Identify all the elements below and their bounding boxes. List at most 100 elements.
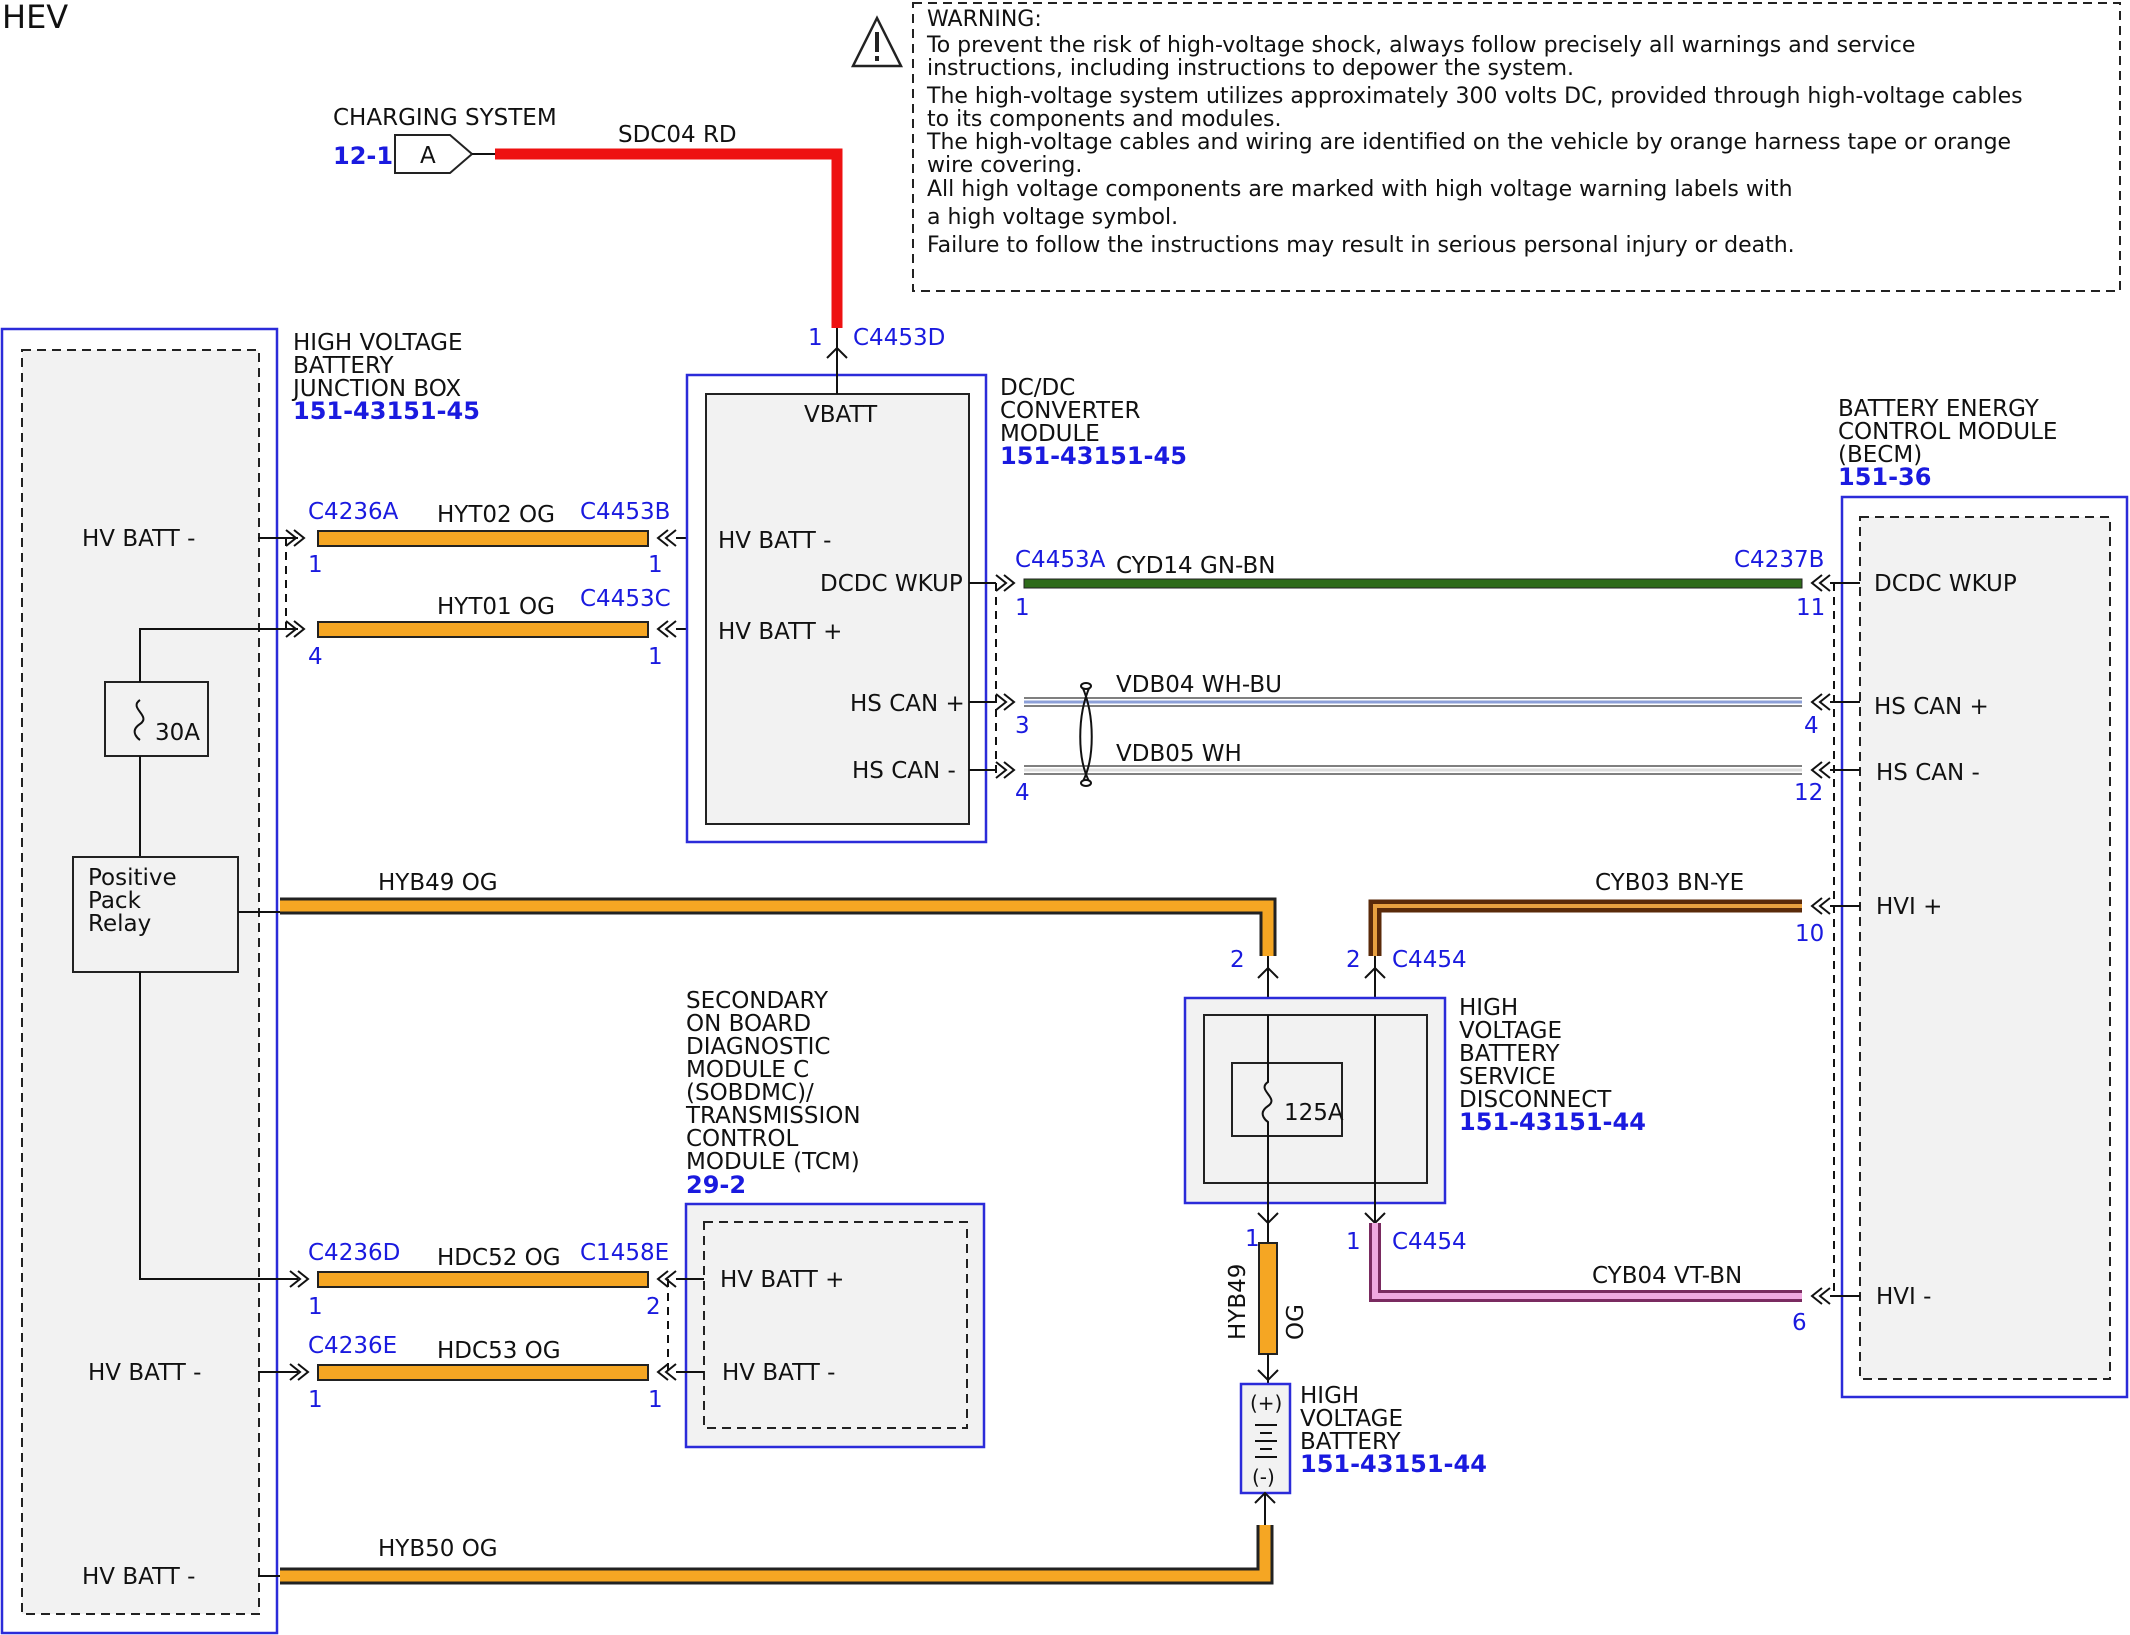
connector-a bbox=[394, 134, 474, 174]
becm-pin-label: HS CAN + bbox=[1874, 694, 1989, 720]
wire-hyt02: C4236A HYT02 OG C4453B 1 1 bbox=[285, 499, 705, 578]
tcm-title-line: SECONDARY bbox=[686, 988, 829, 1014]
wire-label-cyb03: CYB03 BN-YE bbox=[1595, 870, 1744, 896]
hv-battery-junction-box: HIGH VOLTAGE BATTERY JUNCTION BOX 151-43… bbox=[0, 327, 480, 1635]
wire-label-og-vertical: OG bbox=[1283, 1304, 1309, 1340]
wire-hyb49-vertical: 1 HYB49 OG bbox=[1225, 1223, 1309, 1383]
fuse-icon bbox=[133, 699, 145, 741]
pin-number: 1 bbox=[648, 1387, 663, 1413]
pin-number: 2 bbox=[646, 1294, 661, 1320]
warning-line: instructions, including instructions to … bbox=[927, 56, 1574, 81]
pin-number: 4 bbox=[308, 644, 323, 670]
jbox-title-line: BATTERY bbox=[293, 353, 394, 379]
connector-c4236e: C4236E bbox=[308, 1333, 397, 1359]
dcdc-pin-label: VBATT bbox=[804, 402, 878, 428]
disconnect-title-line: DISCONNECT bbox=[1459, 1087, 1612, 1113]
warning-box: WARNING: To prevent the risk of high-vol… bbox=[850, 2, 2121, 292]
disconnect-title-line: HIGH bbox=[1459, 995, 1518, 1021]
wire-hyb50: HYB50 OG bbox=[280, 1525, 1274, 1585]
connector-c4453c: C4453C bbox=[580, 586, 671, 612]
pin-number: 6 bbox=[1792, 1310, 1807, 1336]
disconnect-title-line: VOLTAGE bbox=[1459, 1018, 1562, 1044]
warning-triangle-icon bbox=[850, 15, 904, 68]
tcm-title-line: DIAGNOSTIC bbox=[686, 1034, 830, 1060]
pin-number: 1 bbox=[1015, 595, 1030, 621]
pin-number: 1 bbox=[1346, 1229, 1361, 1255]
jbox-title-line: JUNCTION BOX bbox=[291, 376, 461, 402]
high-voltage-battery: (+) (-) HIGH VOLTAGE BATTERY 151-43151-4… bbox=[1239, 1382, 1487, 1525]
wire-hyt01: HYT01 OG C4453C 4 1 bbox=[285, 586, 705, 670]
becm-ref[interactable]: 151-36 bbox=[1838, 463, 1931, 491]
wire-cyb03: CYB03 BN-YE 10 2 C4454 bbox=[1346, 870, 1860, 1015]
jbox-title-line: HIGH VOLTAGE bbox=[293, 330, 463, 356]
warning-line: To prevent the risk of high-voltage shoc… bbox=[926, 33, 1915, 58]
wire-hyb49-top: HYB49 OG 2 bbox=[280, 870, 1279, 1015]
connector-c1458e: C1458E bbox=[580, 1240, 669, 1266]
battery-ref[interactable]: 151-43151-44 bbox=[1300, 1450, 1487, 1478]
connector-c4237b: C4237B bbox=[1734, 547, 1824, 573]
relay-label-line: Pack bbox=[88, 888, 142, 914]
pin-number: 11 bbox=[1796, 595, 1825, 621]
wire-label-hdc53: HDC53 OG bbox=[437, 1338, 561, 1364]
jbox-pin-label: HV BATT - bbox=[88, 1360, 201, 1386]
fuse-125a-label: 125A bbox=[1284, 1100, 1344, 1126]
wire-cyd14: C4453A CYD14 GN-BN C4237B 1 11 bbox=[969, 547, 1860, 621]
charging-system-label: CHARGING SYSTEM bbox=[333, 105, 557, 131]
warning-line: All high voltage components are marked w… bbox=[927, 177, 1793, 202]
battery-title-line: HIGH bbox=[1300, 1383, 1359, 1409]
fuse-30a-label: 30A bbox=[155, 720, 200, 746]
pin-number: 1 bbox=[308, 552, 323, 578]
dcdc-ref[interactable]: 151-43151-45 bbox=[1000, 442, 1187, 470]
wire-hdc53: C4236E HDC53 OG 1 1 bbox=[289, 1333, 704, 1413]
dcdc-pin-label: HS CAN - bbox=[852, 758, 956, 784]
page-title: HEV bbox=[2, 0, 68, 36]
pin-number: 2 bbox=[1346, 947, 1361, 973]
pin-number: 1 bbox=[648, 552, 663, 578]
battery-title-line: VOLTAGE bbox=[1300, 1406, 1403, 1432]
becm-pin-label: DCDC WKUP bbox=[1874, 571, 2017, 597]
becm-title-line: BATTERY ENERGY bbox=[1838, 396, 2040, 422]
pin-number: 4 bbox=[1804, 713, 1819, 739]
wire-label-cyb04: CYB04 VT-BN bbox=[1592, 1263, 1742, 1289]
warning-line: WARNING: bbox=[927, 7, 1042, 32]
tcm-pin-label: HV BATT + bbox=[720, 1267, 844, 1293]
dcdc-pin-label: HV BATT + bbox=[718, 619, 842, 645]
fuse-icon bbox=[1261, 1015, 1273, 1223]
jbox-pin-label: HV BATT - bbox=[82, 1564, 195, 1590]
fuse-30a bbox=[104, 681, 209, 757]
connector-c4236a: C4236A bbox=[308, 499, 399, 525]
becm-pin-label: HVI + bbox=[1876, 894, 1942, 920]
wire-hdc52: C4236D HDC52 OG C1458E 1 2 bbox=[289, 1240, 704, 1320]
becm-module: BATTERY ENERGY CONTROL MODULE (BECM) 151… bbox=[1838, 396, 2129, 1399]
connector-c4453d: C4453D bbox=[853, 325, 945, 351]
warning-line: Failure to follow the instructions may r… bbox=[927, 233, 1795, 258]
tcm-title-line: MODULE C bbox=[686, 1057, 809, 1083]
disconnect-ref[interactable]: 151-43151-44 bbox=[1459, 1108, 1646, 1136]
tcm-ref[interactable]: 29-2 bbox=[686, 1171, 746, 1199]
relay-label-line: Positive bbox=[88, 865, 177, 891]
relay-label-line: Relay bbox=[88, 911, 151, 937]
wire-label-vdb04: VDB04 WH-BU bbox=[1116, 672, 1282, 698]
dcdc-pin-label: HV BATT - bbox=[718, 528, 831, 554]
twisted-pair-icon bbox=[1079, 682, 1093, 787]
dcdc-converter-module: VBATT HV BATT - HV BATT + DCDC WKUP HS C… bbox=[685, 372, 1187, 844]
pin-number: 2 bbox=[1230, 947, 1245, 973]
wire-label-hdc52: HDC52 OG bbox=[437, 1245, 561, 1271]
tcm-pin-label: HV BATT - bbox=[722, 1360, 835, 1386]
connector-c4453b: C4453B bbox=[580, 499, 670, 525]
wire-cyb04: 1 C4454 CYB04 VT-BN 6 bbox=[1346, 1223, 1860, 1336]
wire-label-hyt01: HYT01 OG bbox=[437, 594, 555, 620]
wire-sdc04 bbox=[495, 148, 843, 328]
connector-c4453a: C4453A bbox=[1015, 547, 1106, 573]
warning-line: wire covering. bbox=[927, 153, 1082, 178]
disconnect-title-line: BATTERY bbox=[1459, 1041, 1560, 1067]
dcdc-title-line: CONVERTER bbox=[1000, 398, 1141, 424]
pin-number: 1 bbox=[308, 1294, 323, 1320]
wire-label-hyb49-vertical: HYB49 bbox=[1225, 1264, 1251, 1340]
wire-label-vdb05: VDB05 WH bbox=[1116, 741, 1242, 767]
charging-system-ref[interactable]: 12-1 bbox=[333, 142, 393, 170]
jbox-ref[interactable]: 151-43151-45 bbox=[293, 397, 480, 425]
battery-minus: (-) bbox=[1252, 1465, 1275, 1489]
pin-number: 12 bbox=[1794, 780, 1823, 806]
